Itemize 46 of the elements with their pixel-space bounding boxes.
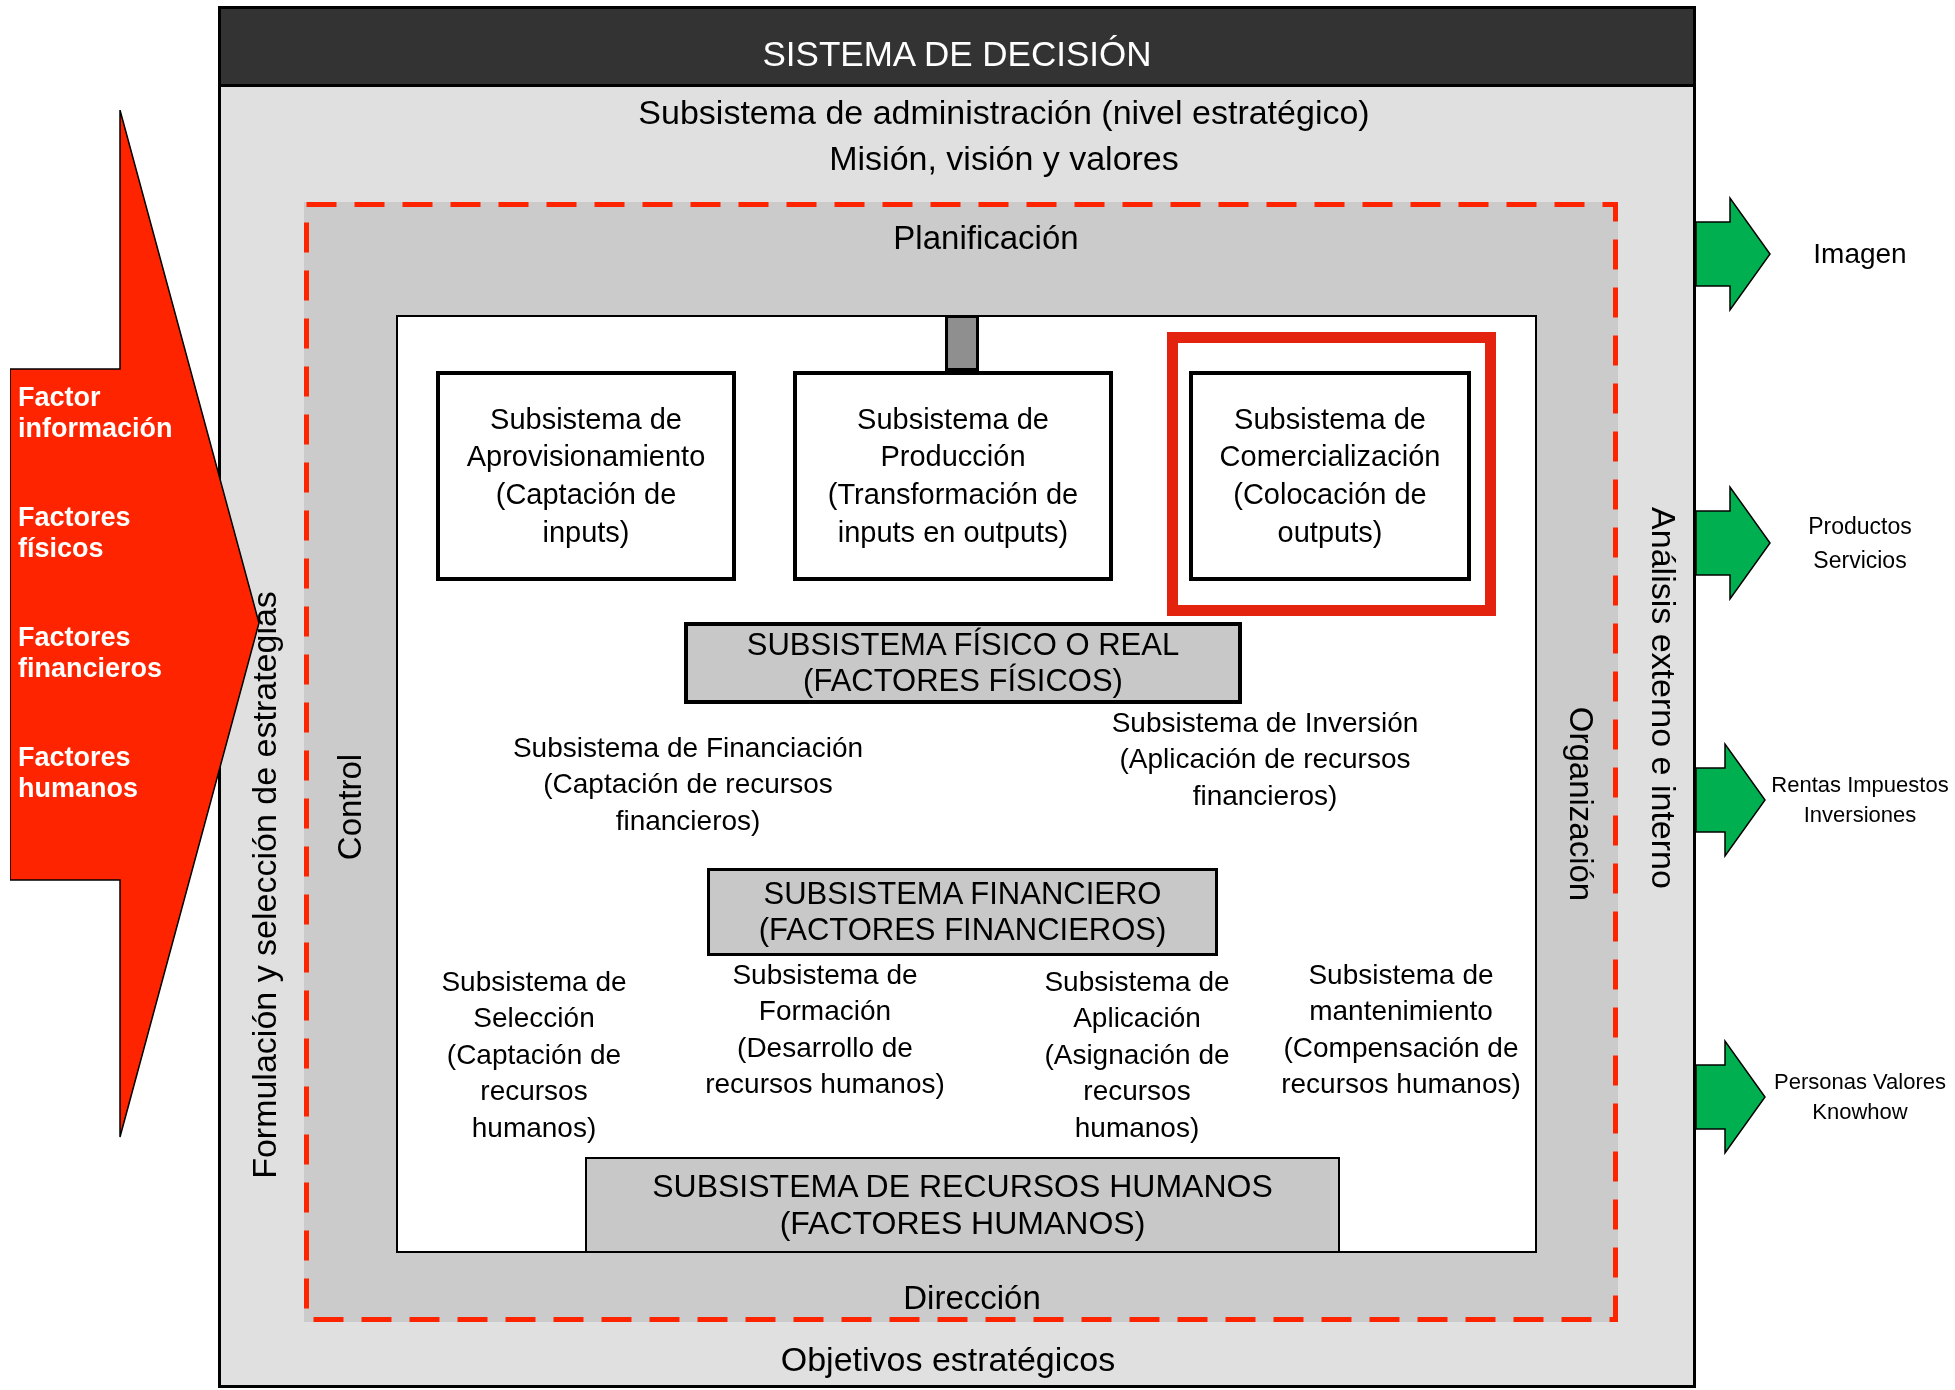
band-text: Planificación	[893, 220, 1079, 254]
vertical-text: Análisis externo e interno	[1647, 507, 1681, 889]
block-arrow	[1695, 484, 1771, 602]
box-text: SUBSISTEMA FINANCIERO (FACTORES FINANCIEROS)	[757, 876, 1168, 948]
operations-frame	[396, 315, 1537, 1253]
management-frame	[304, 202, 1618, 1322]
box-text: SUBSISTEMA DE RECURSOS HUMANOS (FACTORES HUMANOS)	[651, 1168, 1274, 1242]
subsystem-box	[793, 371, 1113, 581]
band-text: Misión, visión y valores	[829, 141, 1179, 175]
vertical-text: Formulación y selección de estrategias	[247, 591, 281, 1179]
output-text: Personas Valores Knowhow	[1773, 1068, 1947, 1126]
subsystem-text: Subsistema de Formación (Desarrollo de recursos humanos)	[704, 958, 946, 1102]
band-text: Dirección	[903, 1280, 1041, 1314]
output-text: Rentas Impuestos Inversiones	[1770, 771, 1950, 829]
arrow-text: Factores financieros	[18, 622, 164, 685]
subsystem-text: Subsistema de Aplicación (Asignación de recursos humanos)	[1043, 965, 1231, 1145]
vertical-text: Organización	[1564, 706, 1598, 902]
highlight-frame	[1167, 332, 1496, 616]
box-text: SUBSISTEMA FÍSICO O REAL (FACTORES FÍSICOS)	[745, 627, 1181, 699]
subsystem-bar	[684, 622, 1242, 704]
connector-tab	[945, 315, 979, 371]
panel-header: SISTEMA DE DECISIÓN	[218, 6, 1696, 87]
arrow-text: Factor información	[18, 382, 174, 445]
subsystem-box	[1189, 371, 1471, 581]
subsystem-box	[436, 371, 736, 581]
arrow-text: Factores físicos	[18, 502, 132, 565]
subsystem-bar	[707, 868, 1218, 956]
system-panel	[218, 6, 1696, 1388]
output-text: Imagen	[1813, 237, 1907, 271]
vertical-text: Control	[332, 753, 366, 861]
arrow-text: Factores humanos	[18, 742, 139, 805]
band-text: Subsistema de administración (nivel estratégico)	[638, 95, 1370, 129]
subsystem-text: Subsistema de mantenimiento (Compensación de recursos humanos)	[1280, 958, 1522, 1102]
output-text: Productos	[1808, 511, 1912, 541]
block-arrow	[1695, 1038, 1766, 1156]
band-text: Objetivos estratégicos	[780, 1342, 1116, 1376]
box-text: Subsistema de Producción (Transformación de inputs en outputs)	[826, 401, 1080, 550]
subsystem-text: Subsistema de Inversión (Aplicación de recursos financieros)	[1110, 706, 1420, 814]
block-arrow	[1695, 195, 1771, 313]
subsystem-text: Subsistema de Selección (Captación de recursos humanos)	[440, 965, 628, 1145]
output-text: Servicios	[1813, 546, 1907, 575]
subsystem-bar	[585, 1157, 1340, 1253]
box-text: Subsistema de Comercialización (Colocación de outputs)	[1218, 401, 1442, 550]
block-arrow	[1695, 741, 1766, 859]
subsystem-text: Subsistema de Financiación (Captación de recursos financieros)	[511, 731, 865, 839]
box-text: Subsistema de Aprovisionamiento (Captación de inputs)	[465, 401, 707, 550]
